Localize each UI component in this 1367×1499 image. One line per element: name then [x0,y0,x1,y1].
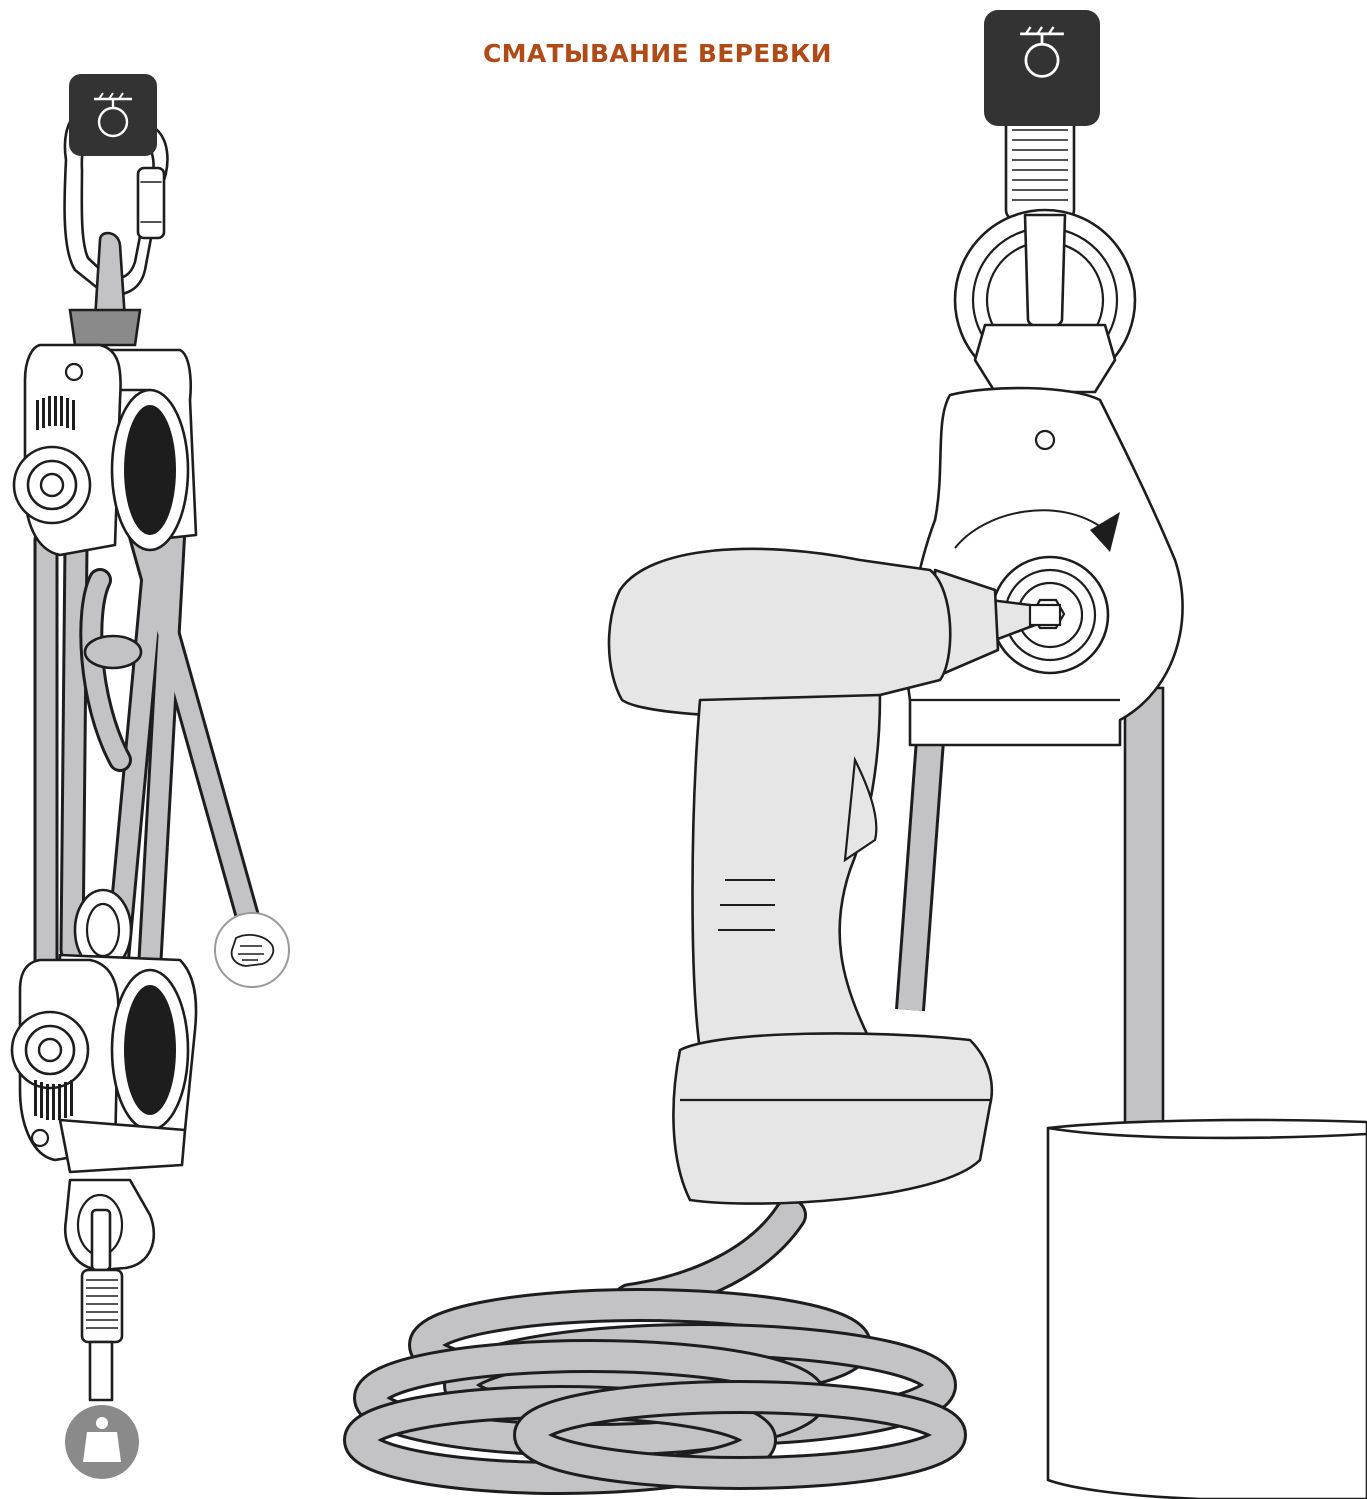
right-carabiner-swivel [955,110,1135,392]
drill [609,549,1060,1204]
lower-swivel-carabiner [65,1180,154,1400]
hand-pulling-icon [215,913,289,987]
anchor-right-icon [984,10,1100,126]
left-pulley-system [12,74,289,1479]
rope-bag [1048,1120,1367,1499]
load-weight-icon [65,1405,139,1479]
right-system [360,10,1367,1499]
coiled-rope [360,1215,950,1478]
anchor-left-icon [69,74,157,156]
right-pulley [907,388,1182,745]
upper-pulley [14,345,196,555]
